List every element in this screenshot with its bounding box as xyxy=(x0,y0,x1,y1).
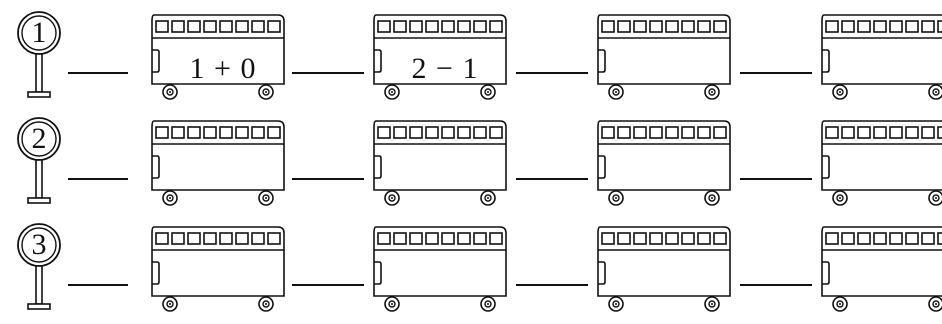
bus-stop-1: 1 xyxy=(14,8,64,108)
bus-expression xyxy=(834,158,942,192)
bus-3-3 xyxy=(594,224,734,314)
bus-stop-sign-icon xyxy=(17,11,61,98)
bus-icon xyxy=(151,14,285,100)
bus-icon xyxy=(373,120,507,206)
bus-1-3 xyxy=(594,12,734,102)
bus-expression xyxy=(610,264,728,298)
bus-expression: 1 + 0 xyxy=(189,52,257,85)
route-line xyxy=(68,178,128,180)
route-line xyxy=(516,178,588,180)
stop-number: 1 xyxy=(31,16,47,49)
bus-1-1: 1 + 0 xyxy=(148,12,288,102)
route-line xyxy=(68,284,128,286)
bus-expression xyxy=(610,158,728,192)
bus-expression xyxy=(834,264,942,298)
bus-icon xyxy=(821,120,942,206)
bus-1-2: 2 − 1 xyxy=(370,12,510,102)
stop-number: 3 xyxy=(31,228,47,261)
bus-icon xyxy=(597,226,731,312)
bus-icon xyxy=(373,226,507,312)
route-line xyxy=(68,72,128,74)
route-line xyxy=(516,72,588,74)
bus-stop-3: 3 xyxy=(14,220,64,320)
bus-3-1 xyxy=(148,224,288,314)
route-line xyxy=(292,284,364,286)
bus-icon xyxy=(151,226,285,312)
bus-expression xyxy=(610,52,728,86)
route-line xyxy=(516,284,588,286)
bus-2-4 xyxy=(818,118,942,208)
bus-icon xyxy=(597,14,731,100)
bus-expression xyxy=(164,158,282,192)
bus-stop-sign-icon xyxy=(17,117,61,204)
bus-3-4 xyxy=(818,224,942,314)
bus-2-1 xyxy=(148,118,288,208)
bus-2-3 xyxy=(594,118,734,208)
bus-icon xyxy=(151,120,285,206)
bus-3-2 xyxy=(370,224,510,314)
bus-stop-2: 2 xyxy=(14,114,64,214)
route-line xyxy=(292,72,364,74)
bus-icon xyxy=(821,226,942,312)
bus-stop-sign-icon xyxy=(17,223,61,310)
bus-expression: 2 − 1 xyxy=(411,52,479,85)
bus-expression xyxy=(386,264,504,298)
bus-expression xyxy=(164,264,282,298)
route-line xyxy=(740,72,812,74)
route-line xyxy=(740,178,812,180)
stop-number: 2 xyxy=(31,122,47,155)
bus-expression xyxy=(834,52,942,86)
bus-expression xyxy=(386,158,504,192)
route-line xyxy=(740,284,812,286)
bus-2-2 xyxy=(370,118,510,208)
route-line xyxy=(292,178,364,180)
bus-1-4 xyxy=(818,12,942,102)
bus-icon xyxy=(597,120,731,206)
bus-icon xyxy=(373,14,507,100)
bus-icon xyxy=(821,14,942,100)
